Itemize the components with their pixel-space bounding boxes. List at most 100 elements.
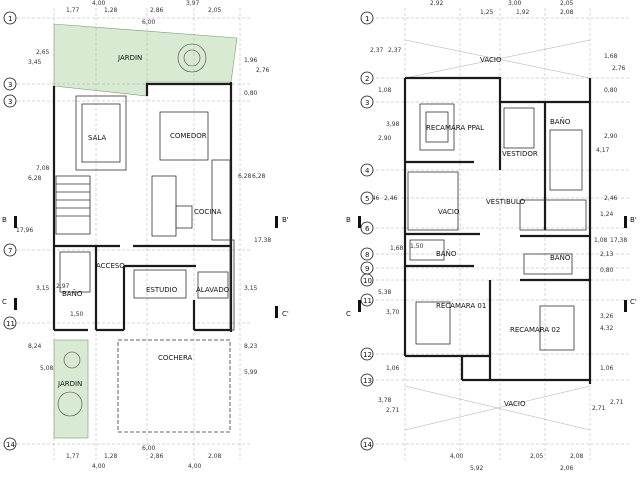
section-markers-right: B B' C C' <box>346 216 637 318</box>
dimension-label: 3 <box>8 81 12 89</box>
axis-markers-right: 1 2 3 4 5 6 8 9 10 11 12 13 14 <box>360 11 374 451</box>
dimension-label: VESTIBULO <box>486 198 526 206</box>
top-dimensions: 1,77 4,00 1,28 2,86 3,97 2,05 6,00 <box>66 0 222 26</box>
dimension-label: 4,00 <box>92 463 106 470</box>
dimension-label: 1,68 <box>390 245 404 252</box>
dimension-label: 8,24 <box>28 343 42 350</box>
dimension-label: 2 <box>365 75 369 83</box>
dimension-label: 2,05 <box>208 7 222 14</box>
dimension-label: 6,28 <box>238 173 252 180</box>
dimension-label: 6,00 <box>142 445 156 452</box>
dimension-label: 4 <box>365 167 370 175</box>
dimension-label: C <box>2 298 7 306</box>
room-cocina: COCINA <box>194 208 222 216</box>
dimension-label: C <box>346 310 351 318</box>
room-comedor: COMEDOR <box>170 132 207 140</box>
dimension-label: 6,28 <box>252 173 266 180</box>
dimension-label: 11 <box>6 320 15 328</box>
dimension-label: BAÑO <box>436 249 457 258</box>
dimension-label: 2,65 <box>36 49 50 56</box>
dimension-label: 1,08 <box>378 87 392 94</box>
bottom-dimensions: 1,77 1,28 2,86 2,08 4,00 6,00 4,00 <box>66 445 222 470</box>
interior-lines <box>55 95 235 433</box>
top-dimensions-right: 2,92 3,00 2,05 1,25 1,92 2,08 <box>430 0 574 16</box>
dimension-label: 2,05 <box>560 0 574 7</box>
dimension-label: 1,96 <box>244 57 258 64</box>
dimension-label: 2,08 <box>208 453 222 460</box>
dimension-label: 1 <box>8 15 12 23</box>
dimension-label: 14 <box>363 441 372 449</box>
dimension-label: 4,00 <box>92 0 106 7</box>
dimension-label: 11 <box>363 297 372 305</box>
dimension-label: VACIO <box>438 208 460 216</box>
dimension-label: 2,71 <box>610 399 624 406</box>
walls <box>52 82 233 332</box>
dimension-label: 6 <box>365 225 370 233</box>
tree-icons <box>57 43 207 417</box>
dimension-label: 2,08 <box>570 453 584 460</box>
room-labels: JARDIN SALA COMEDOR COCINA ACCESO BAÑO E… <box>57 54 230 388</box>
dimension-label: 2,13 <box>600 251 614 258</box>
dimension-label: BAÑO <box>550 253 571 262</box>
ground-floor-plan: JARDIN SALA COMEDOR COCINA ACCESO BAÑO E… <box>2 0 289 470</box>
dimension-label: 1,28 <box>104 453 118 460</box>
dimension-label: 3,70 <box>386 309 400 316</box>
dimension-label: BAÑO <box>550 117 571 126</box>
axis-markers: 1 3 3 7 11 14 <box>3 11 17 451</box>
left-dimensions-right: 2,37 2,37 1,08 3,98 2,90 2,46 2,46 1,68 … <box>366 47 424 414</box>
dimension-label: 14 <box>6 441 15 449</box>
room-labels-right: VACIO RECAMARA PPAL VESTIDOR BAÑO VACIO … <box>426 56 571 408</box>
room-jardin-bottom: JARDIN <box>57 380 82 388</box>
garden-bottom <box>53 339 89 439</box>
dimension-label: 2,76 <box>256 67 270 74</box>
dimension-label: 0,80 <box>244 90 258 97</box>
dimension-label: 3 <box>365 99 369 107</box>
dimension-label: 3 <box>8 98 12 106</box>
dimension-label: 2,46 <box>604 195 618 202</box>
right-dimensions-right: 1,68 2,76 0,80 2,90 4,17 2,46 1,24 1,08 … <box>592 53 627 412</box>
dimension-label: C' <box>630 298 637 306</box>
dimension-label: 2,37 <box>370 47 384 54</box>
dimension-label: 1 <box>365 15 369 23</box>
left-dimensions: 2,65 3,45 7,08 6,28 17,96 3,15 2,97 1,50… <box>16 49 84 372</box>
dimension-label: B <box>346 216 351 224</box>
dimension-label: 2,46 <box>384 195 398 202</box>
dimension-label: RECAMARA 01 <box>436 302 486 310</box>
dimension-label: 2,90 <box>378 135 392 142</box>
dimension-label: 3,15 <box>36 285 50 292</box>
dimension-label: 4,00 <box>450 453 464 460</box>
dimension-label: 5,08 <box>40 365 54 372</box>
dimension-label: 1,06 <box>600 365 614 372</box>
dimension-label: 0,80 <box>604 87 618 94</box>
dimension-label: 5,38 <box>378 289 392 296</box>
room-jardin-top: JARDIN <box>117 54 142 62</box>
dimension-label: 2,92 <box>430 0 444 7</box>
dimension-label: 17,96 <box>16 227 33 234</box>
dimension-label: B <box>2 216 7 224</box>
dimension-label: RECAMARA PPAL <box>426 124 484 132</box>
dimension-label: 10 <box>363 277 372 285</box>
dimension-label: VACIO <box>504 400 526 408</box>
dimension-label: 4,17 <box>596 147 610 154</box>
dimension-label: 2,97 <box>56 283 70 290</box>
garden-top <box>53 23 238 97</box>
dimension-label: 0,80 <box>600 267 614 274</box>
bottom-dimensions-right: 4,00 2,05 2,08 5,92 2,06 <box>450 453 584 472</box>
dimension-label: 1,77 <box>66 453 80 460</box>
dimension-label: 5,99 <box>244 369 258 376</box>
room-sala: SALA <box>88 134 106 142</box>
dimension-label: 12 <box>363 351 372 359</box>
room-cochera: COCHERA <box>158 354 193 362</box>
room-acceso: ACCESO <box>96 262 125 270</box>
dimension-label: 7,08 <box>36 165 50 172</box>
dimension-label: 1,68 <box>604 53 618 60</box>
dimension-label: 1,08 <box>594 237 608 244</box>
dimension-label: 4,00 <box>188 463 202 470</box>
dimension-label: 3,78 <box>378 397 392 404</box>
dimension-label: 1,25 <box>480 9 494 16</box>
dimension-label: 5 <box>365 195 369 203</box>
dimension-label: 17,38 <box>254 237 271 244</box>
dimension-label: 7 <box>8 247 12 255</box>
dimension-label: 2,86 <box>150 7 164 14</box>
